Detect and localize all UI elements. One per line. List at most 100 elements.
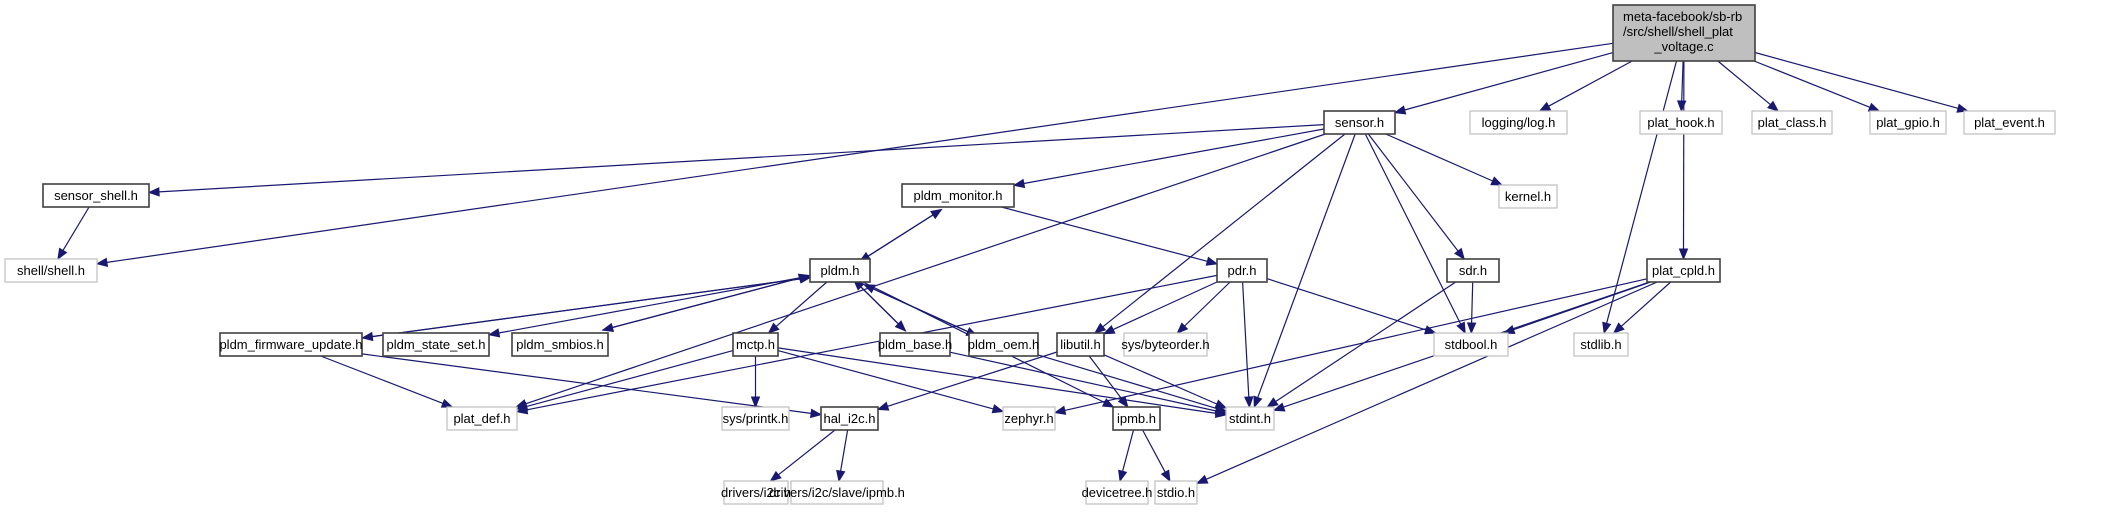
arrowhead-icon xyxy=(836,469,846,483)
node-ipmb-h[interactable]: ipmb.h xyxy=(1112,406,1161,431)
arrowhead-icon xyxy=(769,470,782,482)
edge-root-to-plat-cpld-h xyxy=(1678,60,1689,261)
node-box xyxy=(820,406,879,431)
arrowhead-icon xyxy=(797,273,811,283)
edge-libutil-h-to-ipmb-h xyxy=(1088,355,1129,409)
node-label: plat_hook.h xyxy=(1647,115,1714,130)
arrowhead-icon xyxy=(930,208,943,220)
arrowhead-icon xyxy=(810,408,823,419)
node-label: pldm_state_set.h xyxy=(386,337,485,352)
edge-root-to-plat-class-h xyxy=(1717,60,1780,112)
edge-line xyxy=(949,351,1217,412)
node-hal-i2c-h[interactable]: hal_i2c.h xyxy=(820,406,879,431)
node-root[interactable]: meta-facebook/sb-rb/src/shell/shell_plat… xyxy=(1612,4,1756,62)
node-box xyxy=(1433,332,1509,357)
node-label: devicetree.h xyxy=(1082,485,1153,500)
edge-line xyxy=(1606,60,1678,324)
node-label: pldm_base.h xyxy=(878,337,952,352)
edge-root-to-shell-shell-h xyxy=(95,42,1614,267)
arrowhead-icon xyxy=(1102,325,1116,335)
arrowhead-icon xyxy=(1538,101,1552,112)
node-label: plat_cpld.h xyxy=(1652,263,1715,278)
node-stdint-h: stdint.h xyxy=(1225,406,1275,431)
edge-sensor-h-to-stdbool-h xyxy=(1364,133,1466,335)
edge-pdr-h-to-stdint-h xyxy=(1242,281,1254,409)
edge-pldm-h-to-pldm-state-set-h xyxy=(487,275,811,338)
edge-sensor-shell-h-to-shell-shell-h xyxy=(57,206,90,261)
edge-sdr-h-to-stdbool-h xyxy=(1466,281,1477,335)
node-label: plat_class.h xyxy=(1758,115,1827,130)
node-pdr-h[interactable]: pdr.h xyxy=(1216,258,1268,283)
arrowhead-icon xyxy=(876,401,890,411)
node-box xyxy=(968,332,1039,357)
arrowhead-icon xyxy=(1214,399,1228,409)
arrowhead-icon xyxy=(1093,322,1107,334)
node-label: plat_gpio.h xyxy=(1876,115,1940,130)
arrowhead-icon xyxy=(1767,100,1780,112)
node-pldm-firmware-update-h[interactable]: pldm_firmware_update.h xyxy=(219,332,363,357)
edge-ipmb-h-to-stdio-h xyxy=(1142,429,1171,483)
edge-line xyxy=(1275,281,1457,402)
node-label: drivers/i2c.h xyxy=(721,485,791,500)
node-pldm-h[interactable]: pldm.h xyxy=(809,258,871,283)
node-sdr-h[interactable]: sdr.h xyxy=(1446,258,1500,283)
node-plat-gpio-h: plat_gpio.h xyxy=(1869,110,1947,135)
node-sensor-h[interactable]: sensor.h xyxy=(1323,110,1396,135)
node-pldm-base-h[interactable]: pldm_base.h xyxy=(878,332,952,357)
arrowhead-icon xyxy=(487,328,501,338)
node-plat-cpld-h[interactable]: plat_cpld.h xyxy=(1646,258,1721,283)
edge-mctp-h-to-plat-def-h xyxy=(515,350,734,411)
node-mctp-h[interactable]: mctp.h xyxy=(732,332,779,357)
node-pldm-oem-h[interactable]: pldm_oem.h xyxy=(968,332,1040,357)
edge-root-to-plat-hook-h xyxy=(1676,60,1687,113)
edge-sensor-h-to-libutil-h xyxy=(1093,133,1346,334)
arrowhead-icon xyxy=(991,404,1005,414)
edge-sdr-h-to-stdint-h xyxy=(1266,281,1457,408)
node-sensor-shell-h[interactable]: sensor_shell.h xyxy=(42,183,150,208)
node-box xyxy=(1085,480,1149,505)
node-plat-def-h: plat_def.h xyxy=(446,406,518,431)
arrowhead-icon xyxy=(440,398,454,408)
edge-root-to-stdlib-h xyxy=(1602,60,1678,335)
node-pldm-monitor-h[interactable]: pldm_monitor.h xyxy=(901,183,1015,208)
edge-line xyxy=(62,206,90,251)
node-label: pldm_firmware_update.h xyxy=(219,337,362,352)
edge-line xyxy=(1064,278,1648,411)
node-label-line: meta-facebook/sb-rb xyxy=(1623,9,1742,24)
node-box xyxy=(1869,110,1947,135)
edge-ipmb-h-to-devicetree-h xyxy=(1118,429,1135,483)
edge-line xyxy=(1257,133,1356,398)
arrowhead-icon xyxy=(1266,397,1279,408)
node-box xyxy=(1112,406,1161,431)
node-box xyxy=(809,258,871,283)
node-pldm-smbios-h[interactable]: pldm_smbios.h xyxy=(511,332,609,357)
edge-line xyxy=(1023,128,1325,185)
node-label: sdr.h xyxy=(1459,263,1487,278)
node-libutil-h[interactable]: libutil.h xyxy=(1056,332,1105,357)
edge-pldm-oem-h-to-pldm-h xyxy=(862,284,978,337)
edge-line xyxy=(1242,281,1250,398)
edge-line xyxy=(1122,429,1135,472)
edge-line xyxy=(525,133,1326,405)
edge-line xyxy=(777,347,1217,414)
edge-line xyxy=(320,355,444,404)
node-label: pdr.h xyxy=(1228,263,1257,278)
edge-line xyxy=(887,351,1058,407)
node-box xyxy=(790,480,884,505)
edge-pdr-h-to-sys-byteorder-h xyxy=(1176,281,1231,334)
edge-libutil-h-to-hal-i2c-h xyxy=(876,351,1058,411)
arrowhead-icon xyxy=(862,284,876,294)
node-kernel-h: kernel.h xyxy=(1498,184,1558,209)
node-label-line: _voltage.c xyxy=(1653,39,1714,54)
node-box xyxy=(1963,110,2056,135)
node-label: stdbool.h xyxy=(1445,337,1498,352)
node-box xyxy=(382,332,490,357)
arrowhead-icon xyxy=(1676,100,1687,113)
node-pldm-state-set-h[interactable]: pldm_state_set.h xyxy=(382,332,490,357)
edge-hal-i2c-h-to-drivers-i2c-h xyxy=(769,429,836,482)
edge-line xyxy=(1088,355,1123,400)
arrowhead-icon xyxy=(1012,178,1026,189)
node-label: sys/byteorder.h xyxy=(1121,337,1209,352)
node-label: mctp.h xyxy=(736,337,775,352)
node-label: kernel.h xyxy=(1505,189,1551,204)
